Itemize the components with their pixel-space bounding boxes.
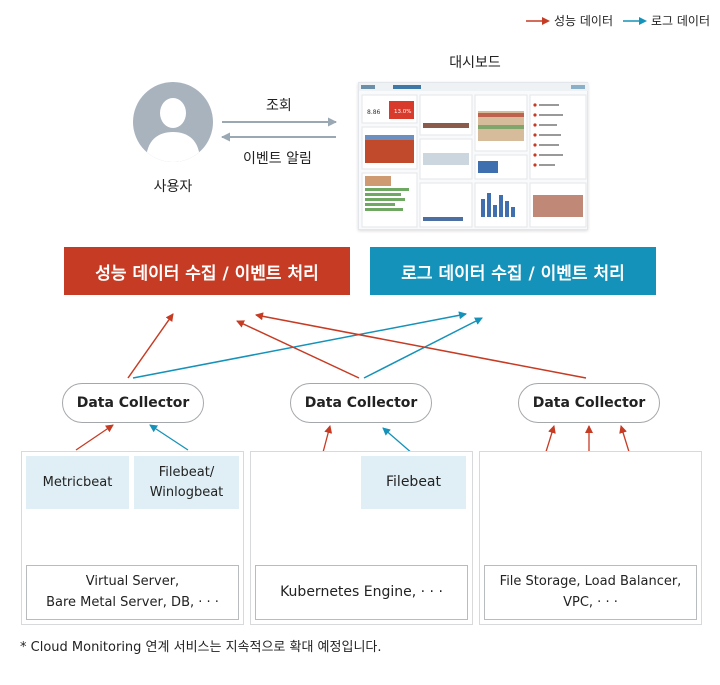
collector2-to-perf-arrow xyxy=(236,320,360,379)
legend-perf: 성능 데이터 xyxy=(525,12,613,29)
query-label: 조회 xyxy=(266,98,292,114)
collector3-to-perf-arrow xyxy=(255,312,587,379)
filebeat-winlogbeat-box: Filebeat/ Winlogbeat xyxy=(134,456,239,509)
filebeat-to-collector2-arrow xyxy=(382,427,414,455)
perf-processing-band: 성능 데이터 수집 / 이벤트 처리 xyxy=(64,247,350,295)
svg-text:8.86: 8.86 xyxy=(367,109,381,116)
data-collector-2: Data Collector xyxy=(290,383,432,423)
collector1-to-perf-arrow xyxy=(127,313,174,379)
data-collector-1: Data Collector xyxy=(62,383,204,423)
filebeat-box: Filebeat xyxy=(361,456,466,509)
collector2-to-log-arrow xyxy=(363,317,483,379)
user-avatar xyxy=(133,82,213,162)
dashboard-preview-image: 8.86 13.0% xyxy=(359,83,589,228)
blue-arrow-icon xyxy=(622,16,647,25)
user-silhouette-icon xyxy=(146,98,200,162)
legend-perf-label: 성능 데이터 xyxy=(553,14,613,28)
filebeat-winlogbeat-to-collector1-arrow xyxy=(149,424,189,451)
legend-log-label: 로그 데이터 xyxy=(650,14,710,28)
data-collector-3: Data Collector xyxy=(518,383,660,423)
k8s-infra-box: Kubernetes Engine, · · · xyxy=(255,565,468,620)
dashboard-thumbnail: 8.86 13.0% xyxy=(358,82,589,230)
event-alert-label: 이벤트 알림 xyxy=(243,151,312,167)
collector1-to-log-arrow xyxy=(132,311,467,379)
red-arrow-icon xyxy=(525,16,550,25)
storage-infra-box: File Storage, Load Balancer, VPC, · · · xyxy=(484,565,697,620)
legend-log: 로그 데이터 xyxy=(622,12,710,29)
metricbeat-box: Metricbeat xyxy=(26,456,129,509)
vm-infra-box: Virtual Server, Bare Metal Server, DB, ·… xyxy=(26,565,239,620)
legend: 성능 데이터 로그 데이터 xyxy=(525,12,710,29)
dashboard-kpi-text: 13.0% xyxy=(394,109,411,115)
metricbeat-to-collector1-arrow xyxy=(75,424,114,451)
dashboard-title: 대시보드 xyxy=(449,55,501,71)
user-label: 사용자 xyxy=(153,179,193,195)
footnote: * Cloud Monitoring 연계 서비스는 지속적으로 확대 예정입니… xyxy=(20,640,382,655)
log-processing-band: 로그 데이터 수집 / 이벤트 처리 xyxy=(370,247,656,295)
